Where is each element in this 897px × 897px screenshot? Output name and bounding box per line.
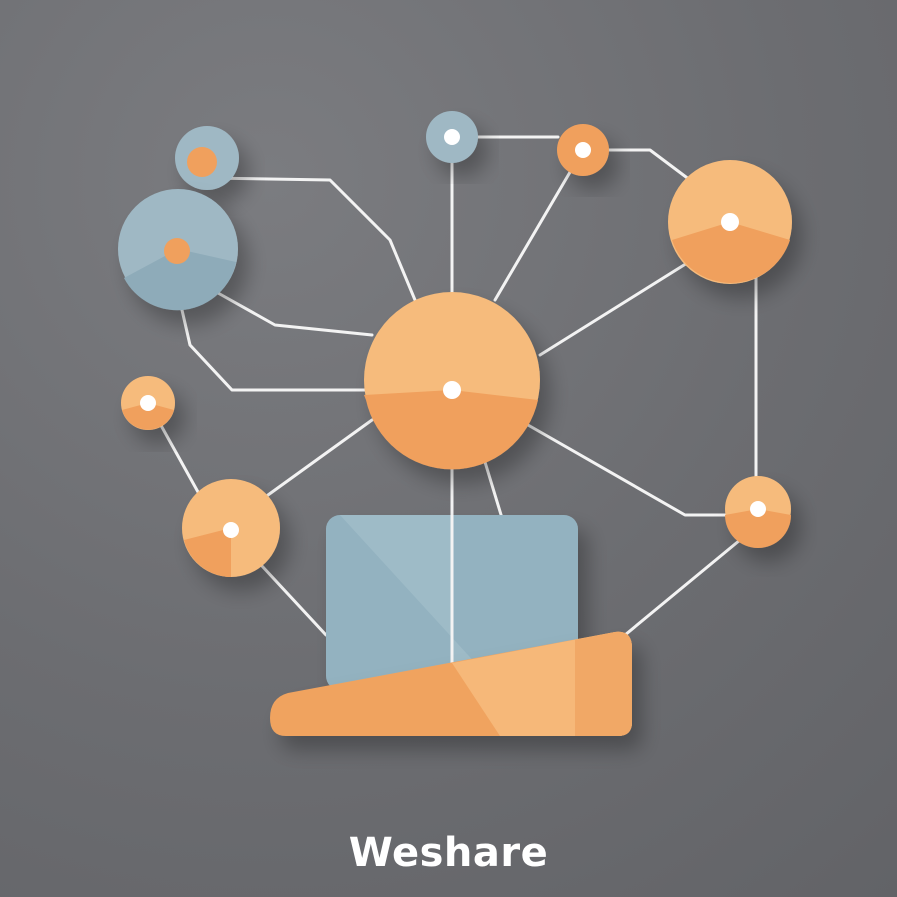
- node-right-large: [668, 160, 792, 284]
- node-top-left-small: [175, 126, 239, 190]
- node-left-medium: [182, 479, 280, 577]
- node-top-right-small: [557, 124, 609, 176]
- node-top-center-blue: [426, 111, 478, 163]
- node-left-large-blue: [118, 189, 238, 311]
- connection-lines: [156, 135, 758, 665]
- brand-name: Weshare: [348, 830, 549, 876]
- node-left-small: [121, 376, 175, 430]
- node-center-hub: [364, 292, 540, 470]
- laptop-base: [270, 631, 632, 736]
- node-right-medium: [725, 476, 791, 548]
